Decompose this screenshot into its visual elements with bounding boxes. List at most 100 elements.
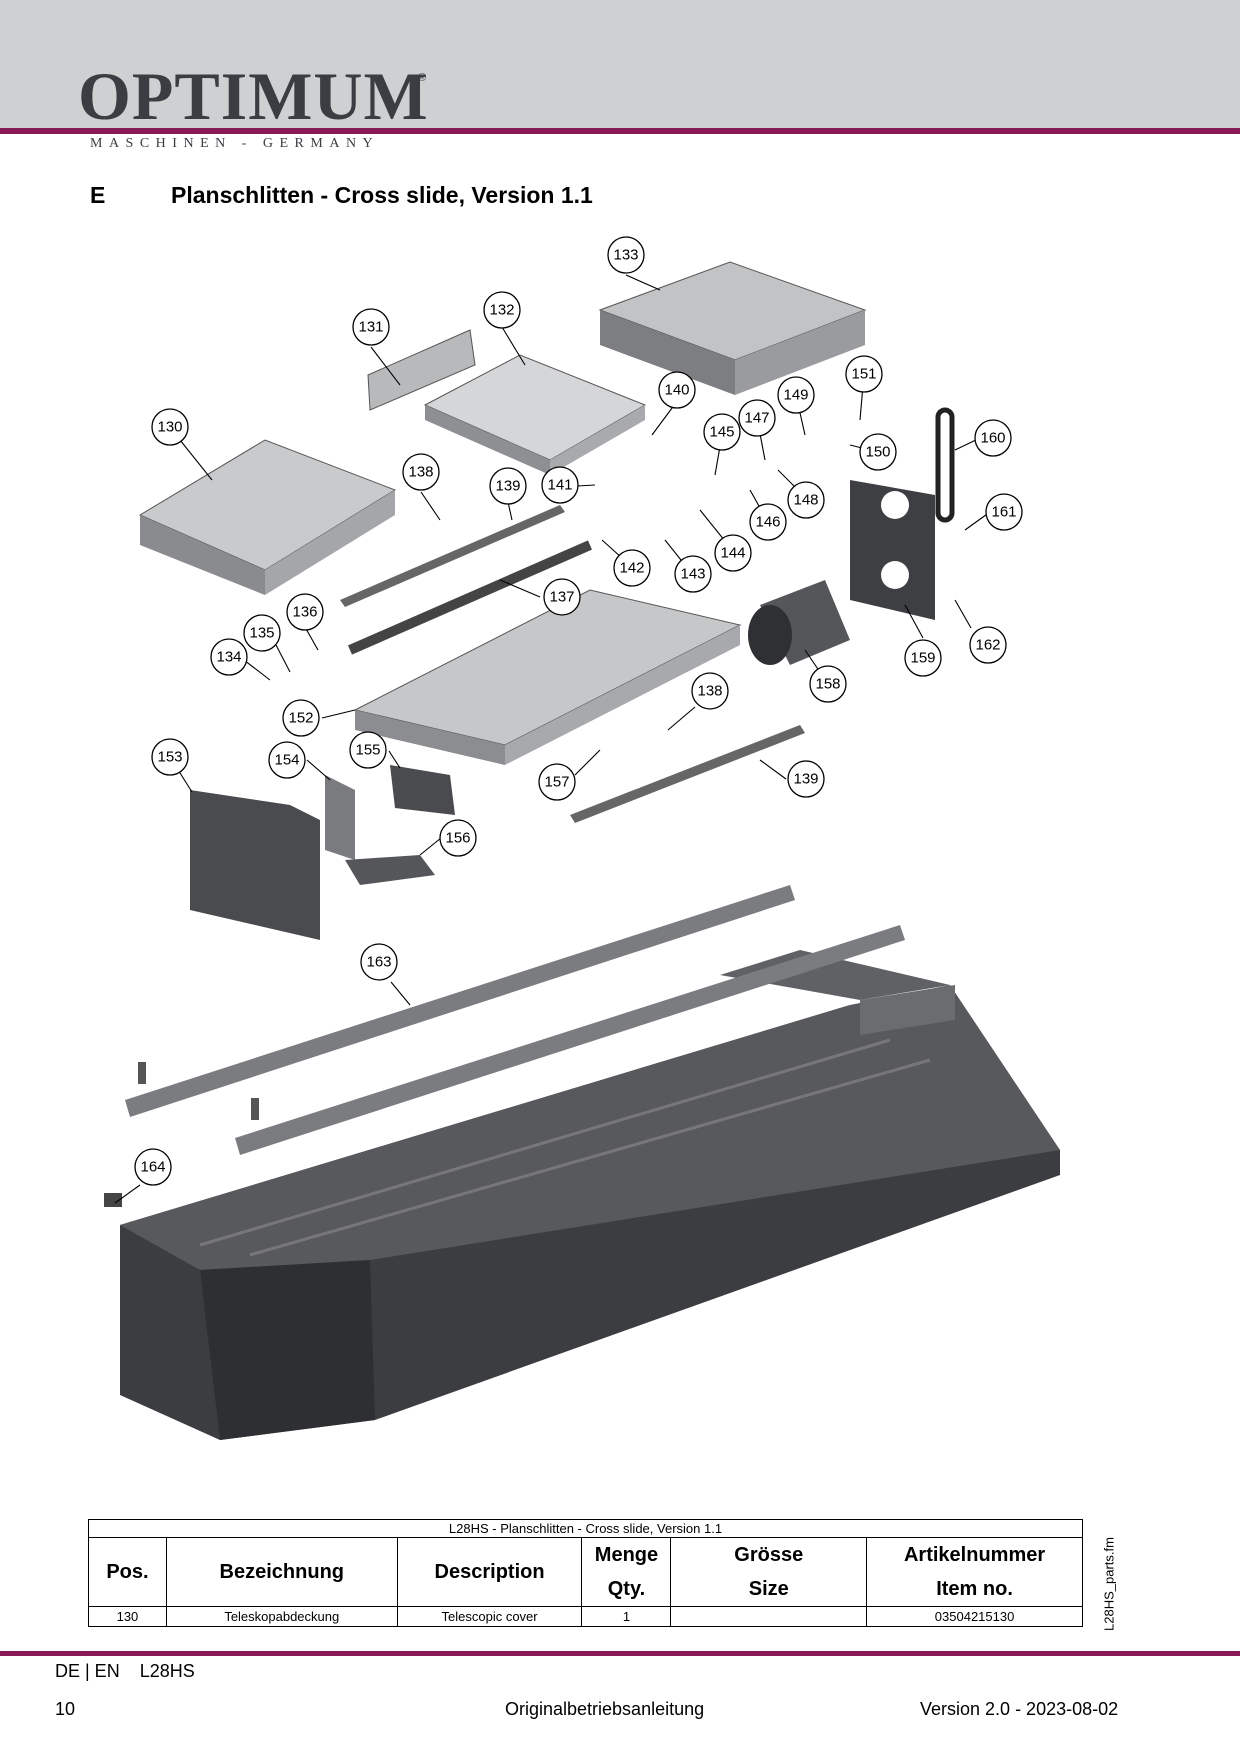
lead-screw [347, 540, 593, 655]
col-groesse-label: Grösse [734, 1544, 804, 1566]
svg-text:130: 130 [157, 419, 182, 436]
page-number: 10 [55, 1699, 76, 1719]
col-description: Description [396, 1537, 583, 1607]
callout-157: 157 [538, 763, 576, 801]
callout-149: 149 [777, 376, 815, 414]
header-band [0, 0, 1240, 128]
cell-pos: 130 [88, 1606, 167, 1627]
svg-text:143: 143 [680, 566, 705, 583]
svg-text:162: 162 [975, 637, 1000, 654]
motor-assembly [748, 407, 955, 665]
svg-text:152: 152 [288, 710, 313, 727]
svg-text:151: 151 [851, 366, 876, 383]
callout-164: 164 [134, 1148, 172, 1186]
svg-text:140: 140 [664, 382, 689, 399]
svg-text:142: 142 [619, 560, 644, 577]
svg-text:144: 144 [720, 545, 745, 562]
lower-rail [570, 725, 805, 823]
svg-text:150: 150 [865, 444, 890, 461]
header-rule [0, 128, 1240, 134]
callout-153: 153 [151, 738, 189, 776]
callout-139-b: 139 [787, 760, 825, 798]
svg-text:136: 136 [292, 604, 317, 621]
svg-text:131: 131 [358, 319, 383, 336]
svg-text:164: 164 [140, 1159, 165, 1176]
callout-145: 145 [703, 413, 741, 451]
guide-rails [104, 885, 905, 1207]
section-letter: E [90, 182, 106, 208]
col-qty: Menge Qty. [581, 1537, 672, 1607]
svg-text:133: 133 [613, 247, 638, 264]
svg-text:149: 149 [783, 387, 808, 404]
chip-cover [598, 261, 867, 395]
top-slide [423, 354, 647, 475]
callout-133: 133 [607, 236, 645, 274]
callout-131: 131 [352, 308, 390, 346]
callout-134: 134 [210, 638, 248, 676]
callout-147: 147 [738, 399, 776, 437]
col-pos: Pos. [88, 1537, 167, 1607]
svg-text:138: 138 [408, 464, 433, 481]
col-qty-label: Qty. [607, 1578, 646, 1600]
callout-138-a: 138 [402, 453, 440, 491]
col-artikelnummer-label: Artikelnummer [903, 1544, 1046, 1566]
callout-143: 143 [674, 555, 712, 593]
svg-text:155: 155 [355, 742, 380, 759]
svg-text:147: 147 [744, 410, 769, 427]
footer-model: L28HS [139, 1661, 195, 1681]
callout-159: 159 [904, 639, 942, 677]
callout-132: 132 [483, 291, 521, 329]
callout-152: 152 [282, 699, 320, 737]
telescopic-cover [138, 439, 397, 595]
callout-142: 142 [613, 549, 651, 587]
callout-163: 163 [360, 943, 398, 981]
svg-text:157: 157 [544, 774, 569, 791]
callout-141: 141 [541, 466, 579, 504]
callout-138-b: 138 [691, 672, 729, 710]
side-file-text: L28HS_parts.fm [1101, 1536, 1117, 1631]
callout-155: 155 [349, 731, 387, 769]
bracket-parts [190, 765, 455, 940]
svg-text:161: 161 [991, 504, 1016, 521]
optimum-logo: OPTIMUM [78, 58, 429, 134]
col-size: Grösse Size [670, 1537, 868, 1607]
svg-text:137: 137 [549, 589, 574, 606]
callout-162: 162 [969, 626, 1007, 664]
cell-bezeichnung: Teleskopabdeckung [165, 1606, 398, 1627]
svg-text:145: 145 [709, 424, 734, 441]
svg-text:138: 138 [697, 683, 722, 700]
footer-version: Version 2.0 - 2023-08-02 [920, 1699, 1119, 1719]
svg-text:139: 139 [495, 478, 520, 495]
svg-text:163: 163 [366, 954, 391, 971]
cell-qty: 1 [581, 1606, 672, 1627]
footer-rule [0, 1651, 1240, 1656]
callout-160: 160 [974, 419, 1012, 457]
table-row: 130 Teleskopabdeckung Telescopic cover 1… [88, 1606, 1083, 1627]
col-menge-label: Menge [594, 1544, 659, 1566]
clamp-plate [367, 329, 476, 411]
svg-text:135: 135 [249, 625, 274, 642]
callout-139-a: 139 [489, 467, 527, 505]
callout-150: 150 [859, 433, 897, 471]
col-size-label: Size [748, 1578, 789, 1600]
callout-140: 140 [658, 371, 696, 409]
callout-154: 154 [268, 741, 306, 779]
section-title: Planschlitten - Cross slide, Version 1.1 [171, 182, 593, 208]
footer-manual-title: Originalbetriebsanleitung [505, 1699, 705, 1719]
svg-text:146: 146 [755, 514, 780, 531]
callout-144: 144 [714, 534, 752, 572]
callout-135: 135 [243, 614, 281, 652]
callout-158: 158 [809, 665, 847, 703]
callout-148: 148 [787, 481, 825, 519]
cross-slide [353, 589, 742, 765]
footer-languages: DE | EN [55, 1661, 120, 1681]
callout-136: 136 [286, 593, 324, 631]
logo-tagline: MASCHINEN - GERMANY [90, 136, 380, 151]
exploded-parts-drawing: 130 131 132 133 134 135 136 137 138 138 … [104, 236, 1060, 1440]
svg-text:134: 134 [216, 649, 241, 666]
svg-text:139: 139 [793, 771, 818, 788]
callout-146: 146 [749, 503, 787, 541]
svg-text:153: 153 [157, 749, 182, 766]
svg-text:141: 141 [547, 477, 572, 494]
svg-text:154: 154 [274, 752, 299, 769]
